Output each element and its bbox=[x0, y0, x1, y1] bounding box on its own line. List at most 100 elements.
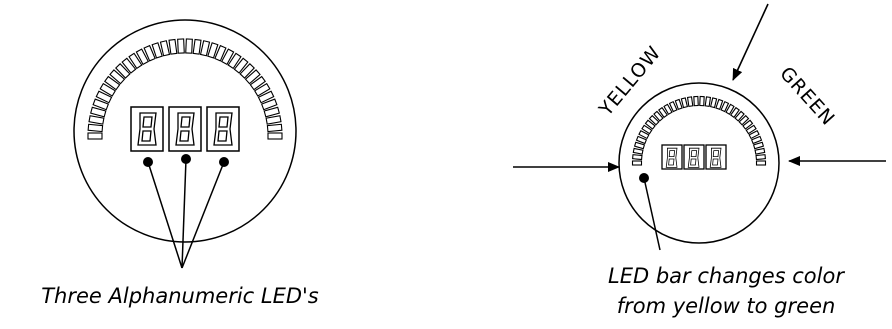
pointer-line-1 bbox=[147, 161, 183, 269]
led-bar-segment-icon bbox=[151, 42, 163, 59]
led-bar-segment-icon bbox=[99, 82, 117, 97]
led-bar-segment-icon bbox=[257, 90, 275, 104]
led-bar-segment-icon bbox=[92, 98, 110, 111]
led-bar-segment-icon bbox=[87, 132, 103, 140]
led-bar-segment-icon bbox=[159, 40, 171, 57]
right-digit-frame-2 bbox=[683, 144, 705, 170]
green-label: GREEN bbox=[775, 63, 839, 131]
left-digit-frame-2 bbox=[168, 106, 202, 152]
led-bar-segment-icon bbox=[88, 115, 105, 125]
led-bar-segment-icon bbox=[658, 106, 669, 119]
led-bar-segment-icon bbox=[263, 106, 280, 118]
led-bar-segment-icon bbox=[755, 160, 767, 166]
led-bar-segment-icon bbox=[253, 82, 271, 97]
led-bar-segment-icon bbox=[128, 52, 143, 70]
seven-segment-digit-icon bbox=[687, 147, 700, 168]
left-digit-pointers bbox=[143, 154, 229, 269]
pointer-line-3 bbox=[181, 161, 225, 269]
led-bar-segment-icon bbox=[754, 147, 766, 155]
led-bar-segment-icon bbox=[227, 52, 242, 70]
led-bar-segment-icon bbox=[638, 130, 650, 140]
led-bar-segment-icon bbox=[265, 115, 282, 125]
led-bar-segment-icon bbox=[143, 44, 156, 62]
right-caption-line1: LED bar changes color bbox=[608, 264, 845, 288]
led-bar-segment-icon bbox=[266, 123, 283, 133]
led-bar-segment-icon bbox=[233, 57, 249, 74]
led-bar-segment-icon bbox=[207, 42, 219, 59]
led-bar-segment-icon bbox=[653, 110, 664, 122]
led-bar-segment-icon bbox=[239, 63, 255, 79]
led-bar-segment-icon bbox=[90, 106, 107, 118]
left-digit-display bbox=[130, 106, 240, 152]
right-gauge-face bbox=[618, 82, 780, 244]
led-bar-segment-icon bbox=[633, 141, 646, 150]
led-bar-segment-icon bbox=[168, 38, 178, 55]
led-bar-segment-icon bbox=[680, 97, 689, 109]
led-bar-segment-icon bbox=[720, 100, 730, 113]
left-led-bar bbox=[87, 38, 283, 140]
left-gauge: Three Alphanumeric LED's bbox=[41, 19, 319, 308]
led-bar-segment-icon bbox=[631, 160, 643, 166]
led-bar-segment-icon bbox=[635, 135, 648, 145]
led-bar-segment-icon bbox=[260, 98, 278, 111]
top-arrow-icon bbox=[732, 3, 769, 81]
seven-segment-digit-icon bbox=[213, 112, 233, 146]
led-bar-segment-icon bbox=[267, 132, 283, 140]
led-bar-segment-icon bbox=[725, 103, 735, 115]
led-bar-segment-icon bbox=[87, 123, 104, 133]
led-bar-segment-icon bbox=[663, 103, 673, 115]
right-digit-display bbox=[661, 144, 727, 170]
seven-segment-digit-icon bbox=[709, 147, 722, 168]
led-bar-segment-icon bbox=[644, 119, 656, 130]
led-bar-segment-icon bbox=[745, 124, 757, 135]
led-bar-segment-icon bbox=[135, 48, 150, 66]
seven-segment-digit-icon bbox=[665, 147, 678, 168]
seven-segment-digit-icon bbox=[175, 112, 195, 146]
led-bar-segment-icon bbox=[121, 57, 137, 74]
led-bar-segment-icon bbox=[214, 44, 227, 62]
led-bar-segment-icon bbox=[95, 90, 113, 104]
led-bar-segment-icon bbox=[729, 106, 740, 119]
right-led-bar bbox=[631, 95, 767, 166]
led-bar-segment-icon bbox=[177, 38, 185, 54]
led-bar-segment-icon bbox=[115, 63, 131, 79]
led-bar-segment-icon bbox=[750, 135, 763, 145]
led-bar-segment-icon bbox=[109, 69, 126, 85]
led-bar-segment-icon bbox=[632, 147, 644, 155]
led-bar-segment-icon bbox=[641, 124, 653, 135]
led-bar-segment-icon bbox=[220, 48, 235, 66]
led-bar-segment-icon bbox=[668, 100, 678, 113]
left-caption: Three Alphanumeric LED's bbox=[41, 284, 319, 308]
yellow-label: YELLOW bbox=[594, 42, 665, 121]
right-digit-frame-1 bbox=[661, 144, 683, 170]
left-digit-frame-3 bbox=[206, 106, 240, 152]
led-bar-segment-icon bbox=[249, 75, 267, 91]
led-bar-segment-icon bbox=[244, 69, 261, 85]
led-bar-segment-icon bbox=[734, 110, 745, 122]
led-bar-segment-icon bbox=[192, 38, 202, 55]
left-digit-frame-1 bbox=[130, 106, 164, 152]
led-bar-segment-icon bbox=[704, 96, 712, 107]
led-bar-segment-icon bbox=[748, 130, 760, 140]
led-bar-segment-icon bbox=[715, 98, 724, 111]
led-bar-segment-icon bbox=[103, 75, 121, 91]
led-bar-segment-icon bbox=[699, 95, 705, 107]
led-bar-segment-icon bbox=[199, 40, 211, 57]
led-bar-segment-icon bbox=[693, 95, 699, 107]
led-bar-segment-icon bbox=[755, 154, 766, 161]
led-bar-segment-icon bbox=[185, 38, 193, 54]
led-bar-segment-icon bbox=[648, 114, 660, 126]
right-gauge: YELLOW GREEN LED bar changes color from … bbox=[513, 3, 886, 318]
led-bar-segment-icon bbox=[709, 97, 718, 109]
led-bar-segment-icon bbox=[738, 114, 750, 126]
pointer-line-2 bbox=[181, 158, 187, 269]
led-bar-segment-icon bbox=[742, 119, 754, 130]
led-bar-segment-icon bbox=[752, 141, 765, 150]
led-bar-pointer-line bbox=[643, 177, 661, 251]
led-bar-segment-icon bbox=[632, 154, 643, 161]
right-digit-frame-3 bbox=[705, 144, 727, 170]
led-bar-segment-icon bbox=[674, 98, 683, 111]
led-bar-segment-icon bbox=[686, 96, 694, 107]
seven-segment-digit-icon bbox=[137, 112, 157, 146]
